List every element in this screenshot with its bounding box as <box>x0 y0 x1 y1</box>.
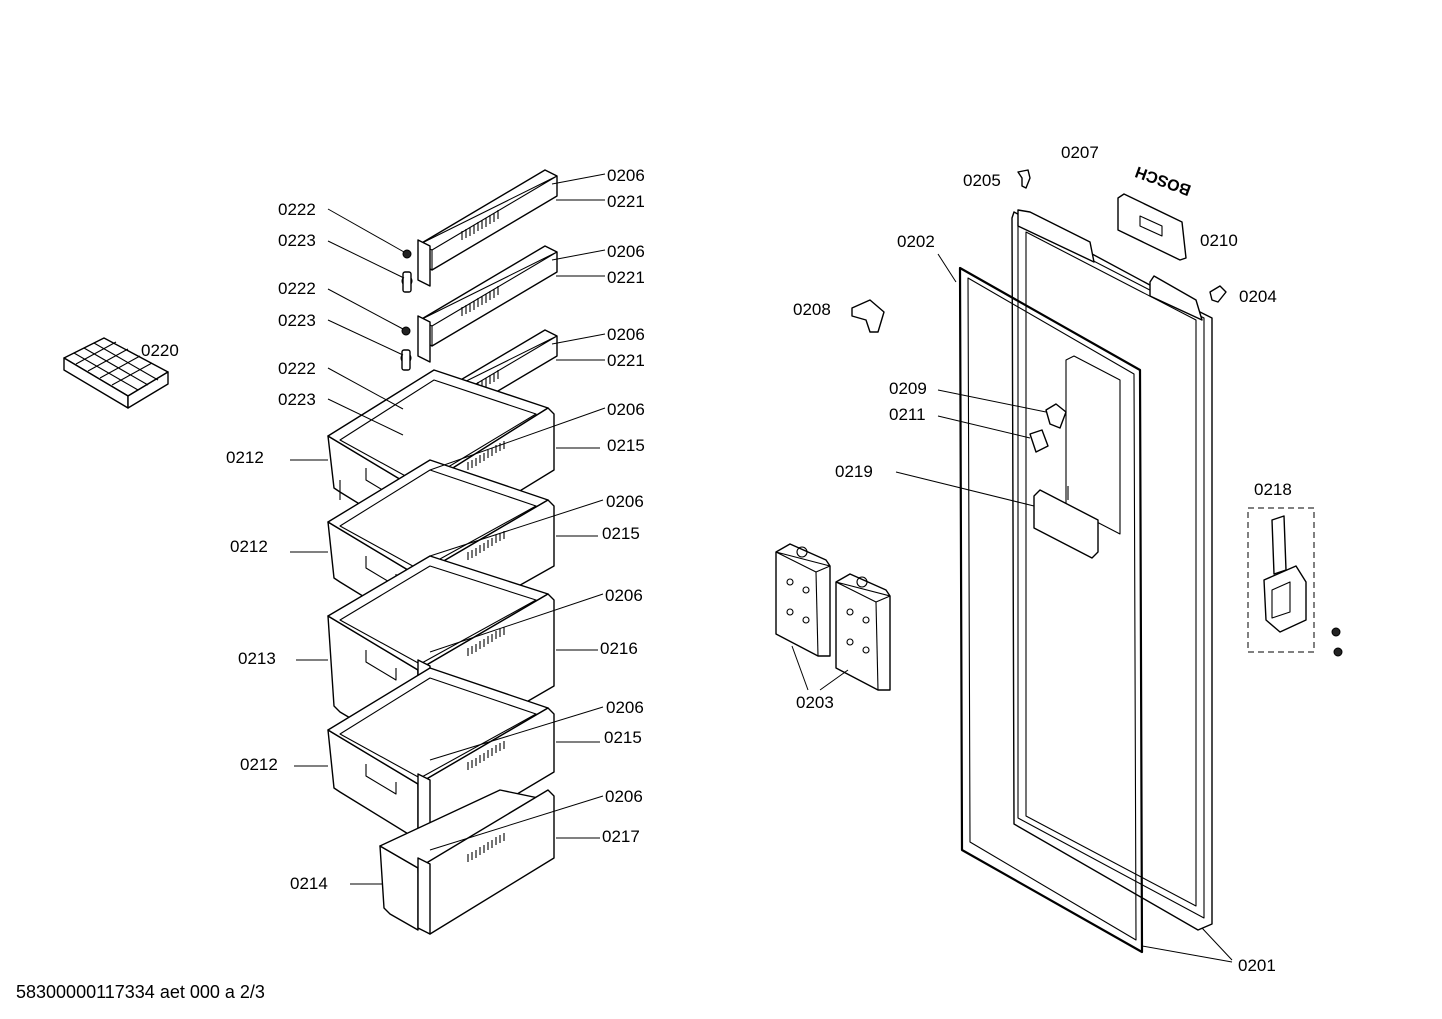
label-0206-h: 0206 <box>605 787 643 806</box>
brand-logo-text: BOSCH <box>1133 162 1193 198</box>
label-0212: 0212 <box>226 448 264 467</box>
part-labels: 0206 0221 0222 0223 0206 0221 0222 0223 … <box>141 143 1292 975</box>
label-0204: 0204 <box>1239 287 1277 306</box>
label-0221: 0221 <box>607 192 645 211</box>
label-0220: 0220 <box>141 341 179 360</box>
label-0213: 0213 <box>238 649 276 668</box>
label-0203: 0203 <box>796 693 834 712</box>
label-0206-e: 0206 <box>606 492 644 511</box>
label-0215: 0215 <box>607 436 645 455</box>
label-0208: 0208 <box>793 300 831 319</box>
label-0222-b: 0222 <box>278 279 316 298</box>
label-0209: 0209 <box>889 379 927 398</box>
label-0223-b: 0223 <box>278 311 316 330</box>
leader-lines-left <box>290 173 606 885</box>
label-0206-g: 0206 <box>606 698 644 717</box>
drawer-5-small <box>379 789 555 935</box>
label-0221-b: 0221 <box>607 268 645 287</box>
drawer-4 <box>327 667 555 847</box>
label-0201: 0201 <box>1238 956 1276 975</box>
label-0214: 0214 <box>290 874 328 893</box>
label-0206-f: 0206 <box>605 586 643 605</box>
label-0222: 0222 <box>278 200 316 219</box>
label-0217: 0217 <box>602 827 640 846</box>
label-0206: 0206 <box>607 166 645 185</box>
label-0206-d: 0206 <box>607 400 645 419</box>
label-0206-c: 0206 <box>607 325 645 344</box>
flap-2 <box>417 245 558 363</box>
label-0205: 0205 <box>963 171 1001 190</box>
label-0218: 0218 <box>1254 480 1292 499</box>
cold-packs <box>775 543 891 691</box>
label-0211: 0211 <box>889 405 926 424</box>
label-0221-c: 0221 <box>607 351 645 370</box>
door-assembly <box>775 169 1343 954</box>
label-0207: 0207 <box>1061 143 1099 162</box>
label-0223-c: 0223 <box>278 390 316 409</box>
document-reference: 58300000117334 aet 000 a 2/3 <box>16 982 265 1002</box>
label-0219: 0219 <box>835 462 873 481</box>
label-0215-c: 0215 <box>604 728 642 747</box>
ice-cube-tray <box>63 337 169 409</box>
label-0215-b: 0215 <box>602 524 640 543</box>
flap-1 <box>417 169 558 287</box>
label-0212-b: 0212 <box>230 537 268 556</box>
drawers <box>327 369 555 935</box>
label-0206-b: 0206 <box>607 242 645 261</box>
label-0212-c: 0212 <box>240 755 278 774</box>
label-0216: 0216 <box>600 639 638 658</box>
label-0223: 0223 <box>278 231 316 250</box>
label-0210: 0210 <box>1200 231 1238 250</box>
label-0222-c: 0222 <box>278 359 316 378</box>
label-0202: 0202 <box>897 232 935 251</box>
leader-lines-right <box>791 253 1233 963</box>
